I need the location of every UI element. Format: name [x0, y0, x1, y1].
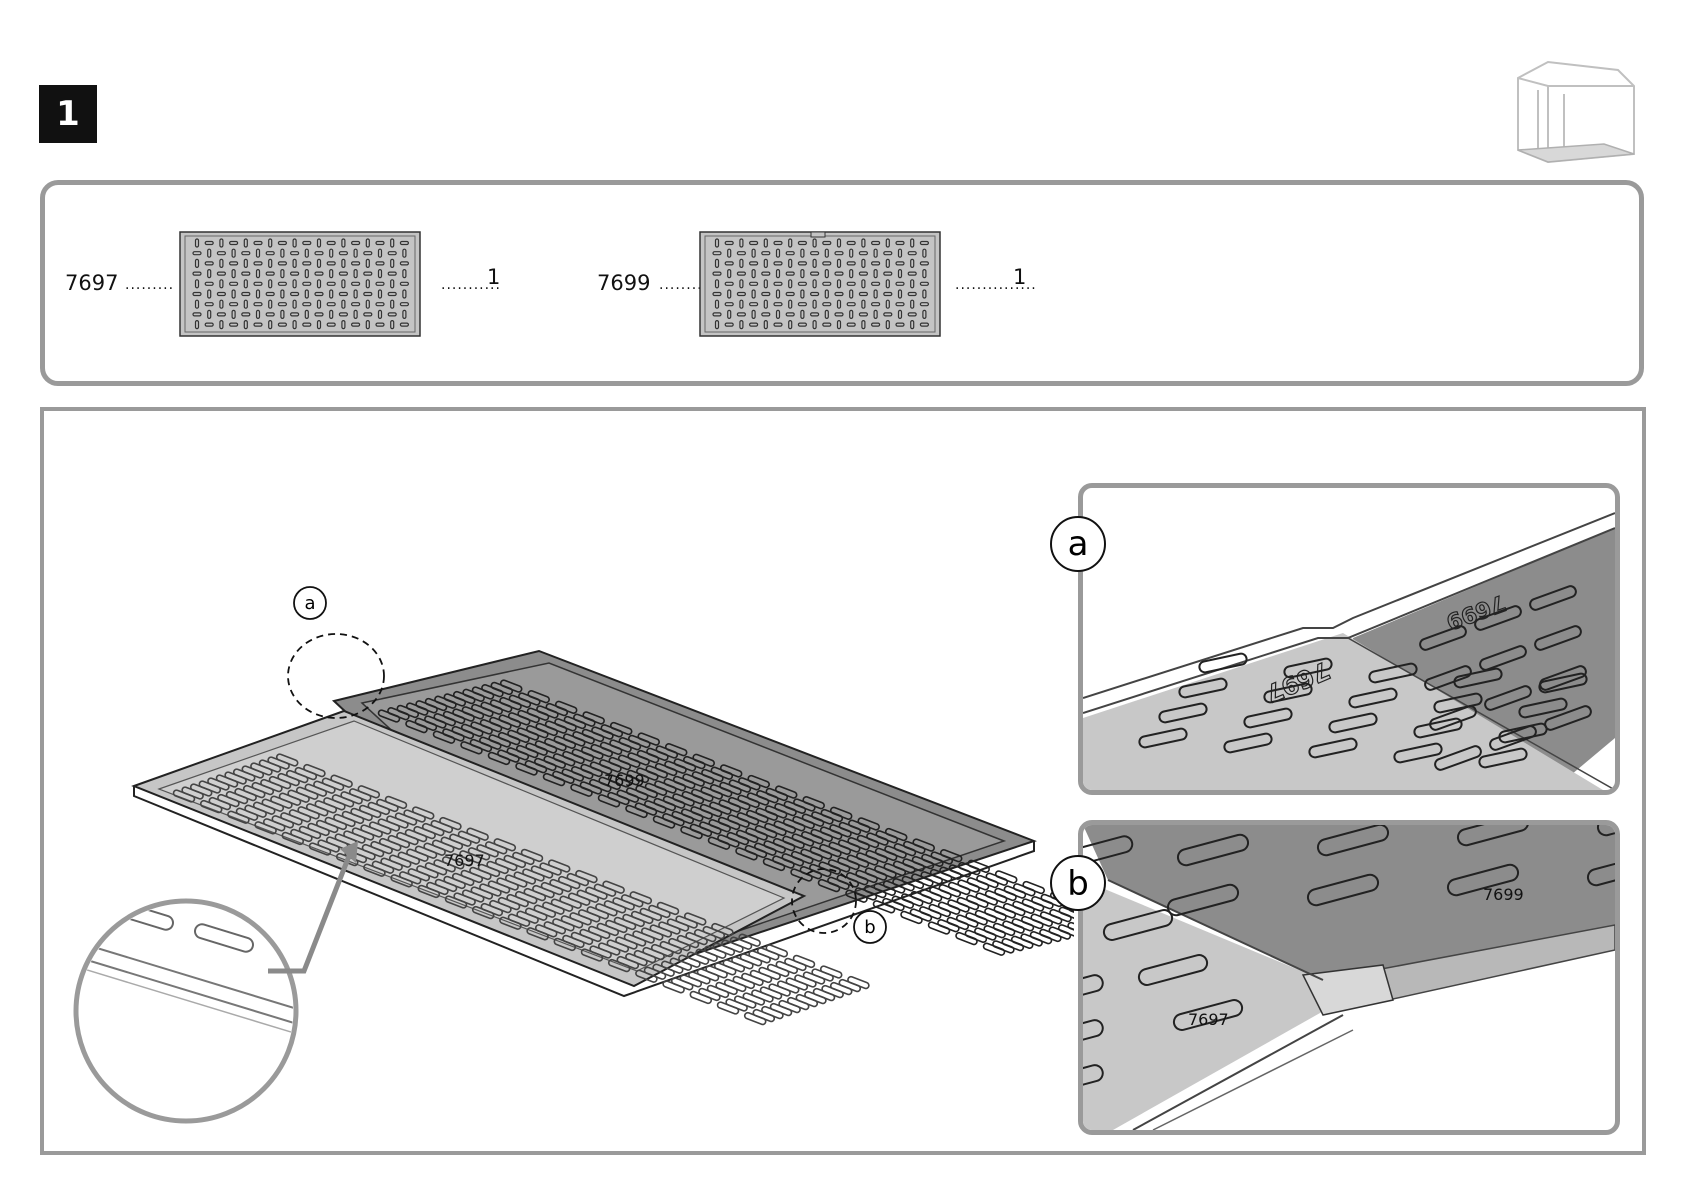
detail-letter-b: b — [1067, 864, 1089, 904]
vent-slot — [793, 955, 816, 968]
detail-letter-a: a — [1068, 524, 1089, 564]
part-quantity: 1 — [1013, 265, 1026, 289]
floor-assembly-drawing: 7699 7697 a b — [44, 411, 1074, 1151]
detail-badge-b: b — [1047, 852, 1109, 914]
vent-slot — [847, 976, 870, 989]
vent-slot — [1022, 881, 1045, 894]
part-quantity: 1 — [487, 265, 500, 289]
floor-panel-7697-thumbnail — [179, 231, 423, 339]
part-code: 7699 — [597, 271, 650, 295]
panel-label-7699: 7699 — [604, 771, 645, 790]
shed-outline-icon — [1508, 58, 1636, 168]
detail-label-7699: 7699 — [1483, 885, 1524, 904]
panel-label-7697: 7697 — [444, 851, 485, 870]
vent-slot — [995, 870, 1018, 883]
part-code: 7697 — [65, 271, 118, 295]
floor-panel-7699-thumbnail — [699, 231, 943, 339]
callout-letter-a: a — [304, 593, 315, 614]
parts-list-panel: 7697 ......... ........... 1 7699 ......… — [40, 180, 1644, 386]
leader-dots: ......... — [125, 277, 174, 293]
step-number: 1 — [39, 85, 97, 143]
detail-panel-a: 7697 7699 — [1078, 483, 1620, 795]
detail-label-7697: 7697 — [1188, 1010, 1229, 1029]
detail-badge-a: a — [1047, 513, 1109, 575]
detail-panel-b: 7699 7697 — [1078, 820, 1620, 1135]
vent-slot — [820, 965, 843, 978]
callout-letter-b: b — [864, 917, 875, 938]
vent-slot — [765, 944, 788, 957]
